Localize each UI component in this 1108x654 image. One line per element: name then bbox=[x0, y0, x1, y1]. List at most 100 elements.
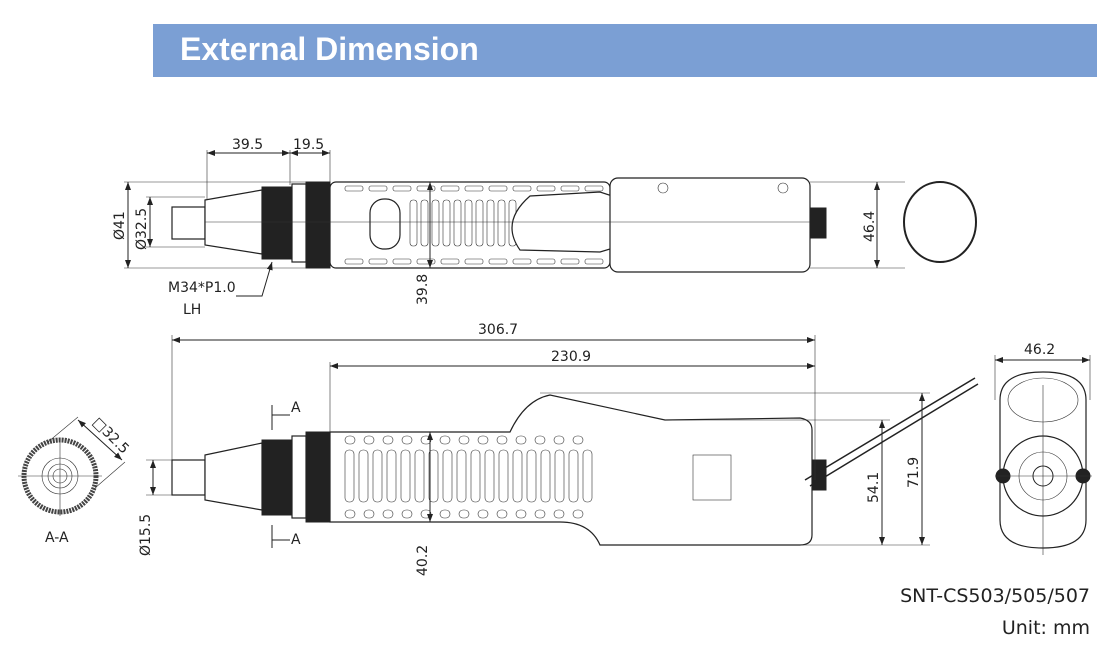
grip-rib bbox=[553, 435, 565, 445]
dim-body-length: 230.9 bbox=[551, 349, 591, 365]
grip-rib bbox=[488, 258, 508, 265]
grip-rib bbox=[372, 449, 383, 503]
grip-rib bbox=[572, 509, 584, 519]
grip-rib bbox=[392, 185, 412, 192]
grip-rib bbox=[582, 449, 593, 503]
grip-rib bbox=[368, 185, 388, 192]
dim-grip-height: 40.2 bbox=[415, 545, 431, 576]
grip-rib bbox=[363, 435, 375, 445]
grip-rib bbox=[439, 435, 451, 445]
grip-rib bbox=[553, 509, 565, 519]
thread bbox=[261, 439, 293, 516]
grip-rib bbox=[534, 509, 546, 519]
grip-rib bbox=[512, 449, 523, 503]
grip-rib bbox=[368, 258, 388, 265]
dim-end-width: 46.2 bbox=[1024, 342, 1055, 358]
grip-rib bbox=[386, 449, 397, 503]
grip-rib bbox=[497, 199, 506, 247]
top-view: 39.5 19.5 Ø41 Ø32.5 39.8 46.4 M34*P1.0 L… bbox=[112, 137, 977, 318]
grip-rib bbox=[470, 449, 481, 503]
grip-rib bbox=[560, 258, 580, 265]
dim-total-length: 306.7 bbox=[478, 322, 518, 338]
grip-rib bbox=[540, 449, 551, 503]
dim-rear-height: 46.4 bbox=[862, 211, 878, 242]
dim-nose-diameter: Ø32.5 bbox=[134, 208, 150, 250]
grip-rib bbox=[484, 449, 495, 503]
grip-rib bbox=[344, 449, 355, 503]
grip-rib bbox=[512, 258, 532, 265]
grip-rib bbox=[488, 185, 508, 192]
section-mark-top: A bbox=[291, 400, 301, 416]
model-number: SNT-CS503/505/507 bbox=[900, 585, 1090, 607]
grip-rib bbox=[409, 199, 418, 247]
grip-rib bbox=[486, 199, 495, 247]
knurl-ring bbox=[305, 181, 331, 269]
dim-tip-diameter: Ø15.5 bbox=[138, 514, 154, 556]
grip-rib bbox=[512, 185, 532, 192]
grip-rib bbox=[439, 509, 451, 519]
grip-rib bbox=[475, 199, 484, 247]
grip-rib bbox=[572, 435, 584, 445]
grip-rib bbox=[358, 449, 369, 503]
grip-rib bbox=[456, 449, 467, 503]
section-mark-bottom: A bbox=[291, 532, 301, 548]
grip-rib bbox=[440, 258, 460, 265]
end-view: 46.2 bbox=[994, 342, 1092, 555]
grip-rib bbox=[414, 449, 425, 503]
nose-cone bbox=[204, 442, 263, 511]
grip-rib bbox=[442, 199, 451, 247]
grip-rib bbox=[584, 258, 604, 265]
housing bbox=[329, 394, 813, 546]
grip-rib bbox=[477, 509, 489, 519]
section-header: External Dimension bbox=[153, 24, 1097, 77]
dim-nose-length: 39.5 bbox=[232, 137, 263, 153]
grip-rib bbox=[584, 185, 604, 192]
grip-rib bbox=[536, 258, 556, 265]
grip-rib bbox=[344, 435, 356, 445]
grip-rib bbox=[344, 258, 364, 265]
grip-rib bbox=[554, 449, 565, 503]
grip-rib bbox=[344, 185, 364, 192]
grip-rib bbox=[382, 435, 394, 445]
dim-body-height: 39.8 bbox=[415, 274, 431, 305]
tip bbox=[171, 459, 206, 496]
grip-rib bbox=[400, 449, 411, 503]
grip-rib bbox=[382, 509, 394, 519]
thread-spec-lh: LH bbox=[183, 302, 201, 318]
dim-rear-height: 54.1 bbox=[866, 472, 882, 503]
section-view: □32.5 A-A bbox=[18, 415, 132, 546]
dim-outer-diameter: Ø41 bbox=[112, 211, 128, 240]
section-title: External Dimension bbox=[180, 31, 479, 67]
section-label: A-A bbox=[45, 530, 69, 546]
grip-rib bbox=[568, 449, 579, 503]
hanger-loop bbox=[903, 181, 977, 263]
grip-rib bbox=[392, 258, 412, 265]
grip-rib bbox=[442, 449, 453, 503]
tip bbox=[171, 206, 206, 240]
grip-rib bbox=[498, 449, 509, 503]
grip-rib bbox=[515, 435, 527, 445]
grip-rib bbox=[458, 435, 470, 445]
grip-rib bbox=[458, 509, 470, 519]
knurl-ring bbox=[305, 431, 331, 523]
grip-rib bbox=[496, 509, 508, 519]
grip-rib bbox=[344, 509, 356, 519]
dim-thread-length: 19.5 bbox=[293, 137, 324, 153]
thread-spec: M34*P1.0 bbox=[168, 280, 236, 296]
grip-rib bbox=[416, 258, 436, 265]
grip-rib bbox=[560, 185, 580, 192]
side-view: 306.7 230.9 Ø15.5 40.2 54.1 71.9 A A bbox=[138, 322, 979, 576]
grip-rib bbox=[496, 435, 508, 445]
unit-label: Unit: mm bbox=[1001, 617, 1090, 639]
thread bbox=[261, 186, 293, 260]
grip-rib bbox=[401, 435, 413, 445]
grip-rib bbox=[515, 509, 527, 519]
grip-rib bbox=[464, 185, 484, 192]
grip-rib bbox=[464, 258, 484, 265]
grip-rib bbox=[453, 199, 462, 247]
grip-rib bbox=[536, 185, 556, 192]
grip-rib bbox=[401, 509, 413, 519]
grip-rib bbox=[440, 185, 460, 192]
dim-total-height: 71.9 bbox=[906, 457, 922, 488]
